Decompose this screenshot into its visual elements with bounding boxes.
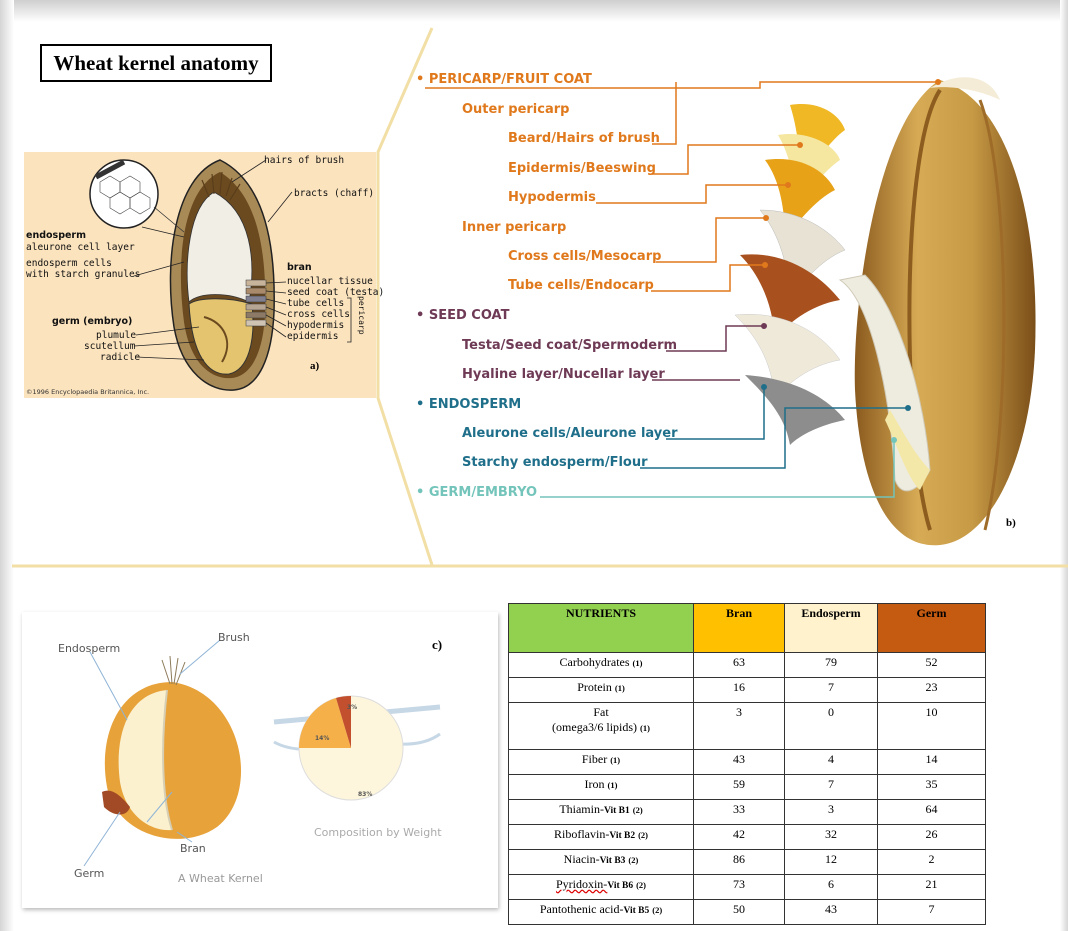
cell-endosperm: 12 xyxy=(785,850,878,875)
nutrient-name: Pyridoxin-Vit B6 (2) xyxy=(509,875,694,900)
label-c-endosperm: Endosperm xyxy=(58,642,120,655)
label-aleurone-layer: Aleurone cells/Aleurone layer xyxy=(462,426,678,442)
label-c-brush: Brush xyxy=(218,631,250,644)
cell-endosperm: 3 xyxy=(785,800,878,825)
nutrient-name: Iron (1) xyxy=(509,775,694,800)
table-row: Protein (1) 16 7 23 xyxy=(509,678,986,703)
header-bran: Bran xyxy=(694,604,785,653)
table-row: Carbohydrates (1) 63 79 52 xyxy=(509,653,986,678)
header-endosperm: Endosperm xyxy=(785,604,878,653)
table-row: Riboflavin-Vit B2 (2) 42 32 26 xyxy=(509,825,986,850)
nutrient-name: Fat(omega3/6 lipids) (1) xyxy=(509,703,694,750)
nutrient-name: Niacin-Vit B3 (2) xyxy=(509,850,694,875)
cell-bran: 73 xyxy=(694,875,785,900)
label-hypodermis-b: Hypodermis xyxy=(508,190,596,206)
cell-bran: 50 xyxy=(694,900,785,925)
nutrients-table: NUTRIENTS Bran Endosperm Germ Carbohydra… xyxy=(508,603,986,925)
cell-germ: 26 xyxy=(878,825,986,850)
table-row: Thiamin-Vit B1 (2) 33 3 64 xyxy=(509,800,986,825)
pie-label-14: 14% xyxy=(315,735,329,742)
label-epidermis-beeswing: Epidermis/Beeswing xyxy=(508,161,656,177)
nutrient-name: Pantothenic acid-Vit B5 (2) xyxy=(509,900,694,925)
label-testa: Testa/Seed coat/Spermoderm xyxy=(462,338,677,354)
header-nutrients: NUTRIENTS xyxy=(509,604,694,653)
wheat-kernel-illustration xyxy=(22,612,498,908)
cell-bran: 16 xyxy=(694,678,785,703)
cell-germ: 35 xyxy=(878,775,986,800)
cell-bran: 3 xyxy=(694,703,785,750)
cell-germ: 23 xyxy=(878,678,986,703)
cell-endosperm: 6 xyxy=(785,875,878,900)
label-c-germ: Germ xyxy=(74,867,104,880)
table-row: Fiber (1) 43 4 14 xyxy=(509,750,986,775)
label-outer-pericarp: Outer pericarp xyxy=(462,102,569,118)
cell-bran: 33 xyxy=(694,800,785,825)
cell-endosperm: 7 xyxy=(785,678,878,703)
label-hyaline: Hyaline layer/Nucellar layer xyxy=(462,367,665,383)
pie-label-3: 3% xyxy=(347,704,357,711)
header-germ: Germ xyxy=(878,604,986,653)
table-row: Niacin-Vit B3 (2) 86 12 2 xyxy=(509,850,986,875)
caption-wheat-kernel: A Wheat Kernel xyxy=(178,872,263,885)
label-seed-coat-b: • SEED COAT xyxy=(416,308,509,324)
cell-germ: 10 xyxy=(878,703,986,750)
table-row: Iron (1) 59 7 35 xyxy=(509,775,986,800)
nutrient-name: Riboflavin-Vit B2 (2) xyxy=(509,825,694,850)
cell-bran: 63 xyxy=(694,653,785,678)
nutrient-name: Carbohydrates (1) xyxy=(509,653,694,678)
table-row: Pantothenic acid-Vit B5 (2) 50 43 7 xyxy=(509,900,986,925)
cell-endosperm: 43 xyxy=(785,900,878,925)
cell-bran: 86 xyxy=(694,850,785,875)
cell-germ: 64 xyxy=(878,800,986,825)
cell-bran: 42 xyxy=(694,825,785,850)
label-inner-pericarp: Inner pericarp xyxy=(462,220,566,236)
table-row: Pyridoxin-Vit B6 (2) 73 6 21 xyxy=(509,875,986,900)
table-row: Fat(omega3/6 lipids) (1) 3 0 10 xyxy=(509,703,986,750)
nutrient-name: Protein (1) xyxy=(509,678,694,703)
label-starchy-endosperm: Starchy endosperm/Flour xyxy=(462,455,648,471)
pie-label-83: 83% xyxy=(358,791,372,798)
cell-endosperm: 7 xyxy=(785,775,878,800)
cell-endosperm: 79 xyxy=(785,653,878,678)
caption-composition: Composition by Weight xyxy=(314,826,442,839)
cell-germ: 2 xyxy=(878,850,986,875)
cell-bran: 59 xyxy=(694,775,785,800)
panel-label-b: b) xyxy=(1006,517,1016,529)
cell-germ: 7 xyxy=(878,900,986,925)
cell-germ: 14 xyxy=(878,750,986,775)
nutrient-name: Fiber (1) xyxy=(509,750,694,775)
cell-bran: 43 xyxy=(694,750,785,775)
label-germ-embryo-b: • GERM/EMBRYO xyxy=(416,485,537,501)
label-beard: Beard/Hairs of brush xyxy=(508,131,660,147)
label-tube-cells-endocarp: Tube cells/Endocarp xyxy=(508,278,654,294)
label-c-bran: Bran xyxy=(180,842,206,855)
cell-endosperm: 32 xyxy=(785,825,878,850)
cell-endosperm: 0 xyxy=(785,703,878,750)
label-endosperm-b: • ENDOSPERM xyxy=(416,397,521,413)
panel-label-c: c) xyxy=(432,637,442,653)
nutrient-name: Thiamin-Vit B1 (2) xyxy=(509,800,694,825)
label-pericarp-fruit-coat: • PERICARP/FRUIT COAT xyxy=(416,72,592,88)
cell-endosperm: 4 xyxy=(785,750,878,775)
cell-germ: 21 xyxy=(878,875,986,900)
table-header-row: NUTRIENTS Bran Endosperm Germ xyxy=(509,604,986,653)
cell-germ: 52 xyxy=(878,653,986,678)
label-cross-cells-mesocarp: Cross cells/Mesocarp xyxy=(508,249,661,265)
